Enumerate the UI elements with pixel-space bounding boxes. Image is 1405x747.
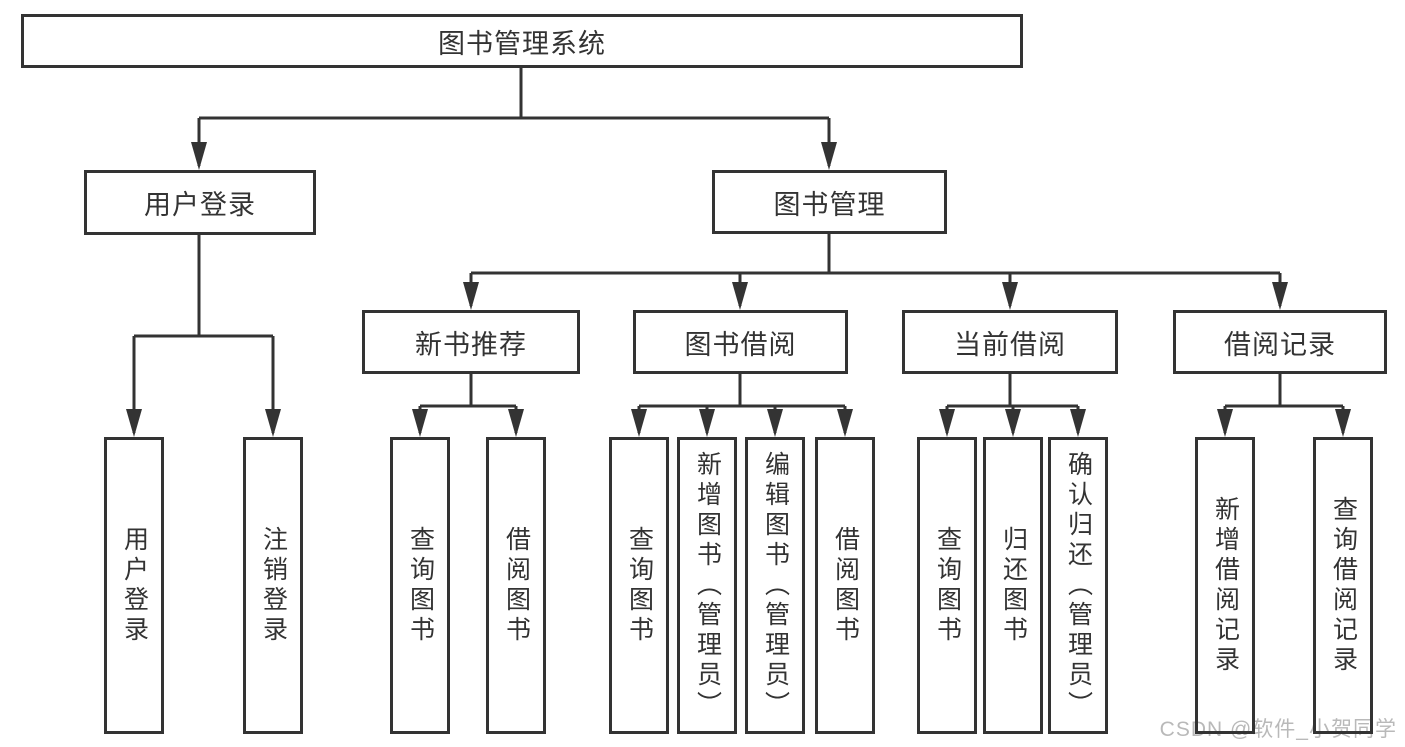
leaf-label: 新增图书（管理员）	[693, 450, 722, 721]
leaf-label: 用户登录	[120, 525, 149, 646]
arrowheads	[126, 142, 1351, 437]
leaf-edit-books-admin: 编辑图书（管理员）	[745, 437, 805, 734]
leaf-label: 查询图书	[406, 525, 435, 646]
node-borrow-record: 借阅记录	[1173, 310, 1387, 374]
node-book-management: 图书管理	[712, 170, 947, 234]
node-root-system: 图书管理系统	[21, 14, 1023, 68]
node-label: 图书借阅	[684, 329, 797, 360]
leaf-label: 借阅图书	[502, 525, 531, 646]
leaf-label: 查询图书	[933, 525, 962, 646]
leaf-logout: 注销登录	[243, 437, 303, 734]
leaf-label: 注销登录	[259, 525, 288, 646]
leaf-query-borrow-record: 查询借阅记录	[1313, 437, 1373, 734]
leaf-label: 借阅图书	[831, 525, 860, 646]
leaf-label: 归还图书	[999, 525, 1028, 646]
node-label: 当前借阅	[954, 329, 1066, 360]
node-label: 图书管理	[773, 189, 886, 220]
leaf-borrow-books-2: 借阅图书	[815, 437, 875, 734]
csdn-watermark: CSDN @软件_小贺同学	[1159, 718, 1397, 741]
leaf-add-books-admin: 新增图书（管理员）	[677, 437, 737, 734]
leaf-borrow-books-1: 借阅图书	[486, 437, 546, 734]
leaf-label: 查询借阅记录	[1329, 495, 1358, 676]
leaf-return-books: 归还图书	[983, 437, 1043, 734]
leaf-query-books-2: 查询图书	[609, 437, 669, 734]
leaf-label: 确认归还（管理员）	[1064, 450, 1093, 721]
connector-paths	[132, 66, 1345, 433]
leaf-label: 编辑图书（管理员）	[761, 450, 790, 721]
leaf-label: 新增借阅记录	[1211, 495, 1240, 676]
node-new-book-recommend: 新书推荐	[362, 310, 580, 374]
leaf-query-books-1: 查询图书	[390, 437, 450, 734]
node-label: 图书管理系统	[438, 28, 606, 59]
leaf-label: 查询图书	[625, 525, 654, 646]
node-current-borrow: 当前借阅	[902, 310, 1118, 374]
leaf-user-login: 用户登录	[104, 437, 164, 734]
node-label: 新书推荐	[415, 329, 527, 360]
node-book-borrow: 图书借阅	[633, 310, 848, 374]
node-label: 借阅记录	[1224, 329, 1336, 360]
node-user-login: 用户登录	[84, 170, 316, 235]
leaf-confirm-return-admin: 确认归还（管理员）	[1048, 437, 1108, 734]
node-label: 用户登录	[144, 190, 256, 220]
leaf-query-books-3: 查询图书	[917, 437, 977, 734]
leaf-add-borrow-record: 新增借阅记录	[1195, 437, 1255, 734]
